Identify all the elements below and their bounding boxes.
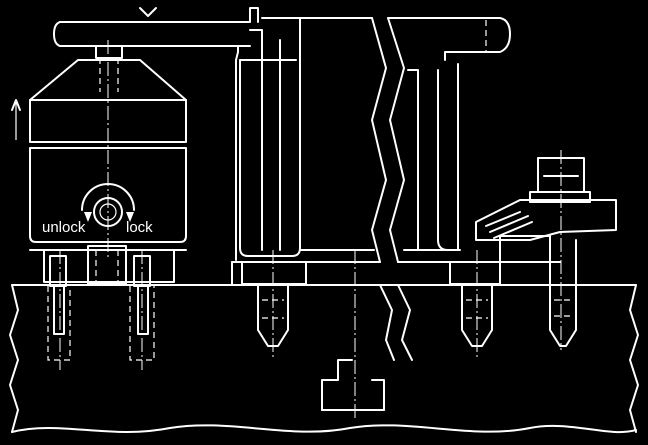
left-mounting-bolts [43,245,175,370]
column-base [231,261,561,286]
unlock-label: unlock [42,219,86,236]
center-bolt [241,250,307,360]
support-column [235,17,301,261]
strap-clamp [475,150,617,350]
right-column-bolt [449,250,501,360]
lock-label: lock [126,219,153,236]
right-column [299,17,461,251]
t-slot [321,250,385,420]
clamp-head [29,40,187,260]
break-lines [371,17,413,361]
up-arrow-indicator [11,99,21,140]
